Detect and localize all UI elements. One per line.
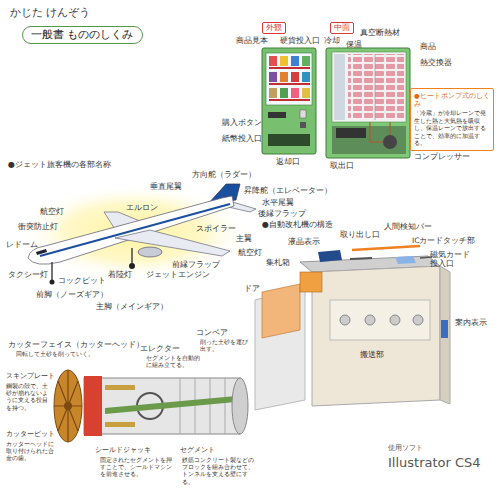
part-description: カッターヘッドに取り付けられた合金の歯。 xyxy=(6,440,54,462)
part-label: 保温 xyxy=(346,40,362,49)
subtitle-box: 一般書 もののしくみ xyxy=(22,26,143,44)
part-label: エレクター xyxy=(140,344,180,353)
credit-text: 使用ソフト xyxy=(388,444,423,452)
part-label: ジェットエンジン xyxy=(146,270,210,279)
part-label: スポイラー xyxy=(196,224,236,233)
part-label: 着陸灯 xyxy=(108,270,132,279)
view-tag: 外観 xyxy=(262,22,286,34)
view-tag: 中面 xyxy=(330,22,354,34)
credit-text: Illustrator CS4 xyxy=(388,455,481,471)
part-label: 垂直尾翼 xyxy=(150,182,182,191)
part-label: シールドジャッキ xyxy=(95,446,151,454)
part-label: 熱交換器 xyxy=(420,58,452,67)
part-label: コンプレッサー xyxy=(414,152,470,161)
node-heading: 一般書 もののしくみ xyxy=(31,28,134,42)
part-label: 真空断熱材 xyxy=(360,28,400,37)
airplane xyxy=(20,184,256,285)
part-label: 紙幣投入口 xyxy=(222,134,262,143)
part-label: 衝突防止灯 xyxy=(18,222,58,231)
part-label: 取出口 xyxy=(330,161,354,170)
part-label: カッタービット xyxy=(6,430,55,438)
ticket-gate xyxy=(255,246,450,410)
part-label: 前縁フラップ xyxy=(172,260,220,269)
part-label: 前脚（ノーズギア） xyxy=(36,290,108,299)
part-label: 後縁フラップ xyxy=(258,209,306,218)
part-label: 昇降舵（エレベーター） xyxy=(244,186,332,195)
part-label: 方向舵（ラダー） xyxy=(192,170,256,179)
part-label: 液晶表示 xyxy=(288,237,320,246)
part-description: 鉄筋コンクリート製などのブロックを組み合わせて、トンネルを支える壁にする。 xyxy=(182,456,254,485)
part-label: カッターフェイス（カッターヘッド） xyxy=(8,340,144,349)
part-label: スキンプレート xyxy=(6,372,55,380)
part-label: コンベア xyxy=(196,328,228,337)
part-label: エルロン xyxy=(126,203,158,212)
part-label: 商品見本 xyxy=(236,36,268,45)
part-description: 固定されたセグメントを押すことで、シールドマシンを前進させる。 xyxy=(100,456,174,478)
node-heading: ●ヒートポンプ式のしくみ xyxy=(414,92,490,108)
part-label: 回転して土砂を削っていく。 xyxy=(16,350,94,357)
part-label: ●自動改札機の構造 xyxy=(262,220,333,230)
part-label: 商品 xyxy=(420,42,436,51)
node-body: 「冷蔵」が冷却レーンで発生した熱と大気熱を吸収し、保温レーンで放出することで、効… xyxy=(414,109,490,147)
node-heading: 外観 xyxy=(266,23,282,33)
vending-exterior xyxy=(262,48,316,154)
part-description: 鋼製の殻で、土砂が崩れないように支える役目を持つ。 xyxy=(6,382,50,411)
part-label: 搬送部 xyxy=(360,350,384,359)
page-title: かじた けんぞう xyxy=(10,6,91,19)
node-heading: 中面 xyxy=(334,23,350,33)
part-label: 航空灯 xyxy=(238,248,262,257)
part-label: 人間検知バー xyxy=(384,222,432,231)
part-label: 水平尾翼 xyxy=(262,198,294,207)
part-label: 案内表示 xyxy=(455,318,487,327)
part-description: 削った土砂を運び出す。 xyxy=(200,338,248,352)
shield-machine xyxy=(54,370,248,442)
part-label: 冷却 xyxy=(324,36,340,45)
part-label: 取り出し口 xyxy=(340,230,380,239)
part-label: 集札箱 xyxy=(266,258,290,267)
part-description: 磁気カード投入口 xyxy=(430,250,470,268)
part-label: レドーム xyxy=(6,240,38,249)
part-label: ICカードタッチ部 xyxy=(412,236,475,245)
part-label: ドア xyxy=(244,284,260,293)
part-label: 航空灯 xyxy=(40,207,64,216)
part-label: コックピット xyxy=(58,276,106,285)
vending-interior xyxy=(326,48,410,158)
part-description: セグメントを自動的に組み立てる。 xyxy=(146,354,200,368)
note-box: ●ヒートポンプ式のしくみ「冷蔵」が冷却レーンで発生した熱と大気熱を吸収し、保温レ… xyxy=(410,88,494,151)
part-label: 主翼 xyxy=(236,234,252,243)
part-label: 返却口 xyxy=(276,157,300,166)
part-label: タクシー灯 xyxy=(8,270,48,279)
part-label: セグメント xyxy=(180,446,215,454)
part-label: ●ジェット旅客機の各部名称 xyxy=(8,160,111,170)
part-label: 購入ボタン xyxy=(222,118,262,127)
part-label: 主脚（メインギア） xyxy=(96,302,168,311)
part-label: 硬貨投入口 xyxy=(280,36,320,45)
